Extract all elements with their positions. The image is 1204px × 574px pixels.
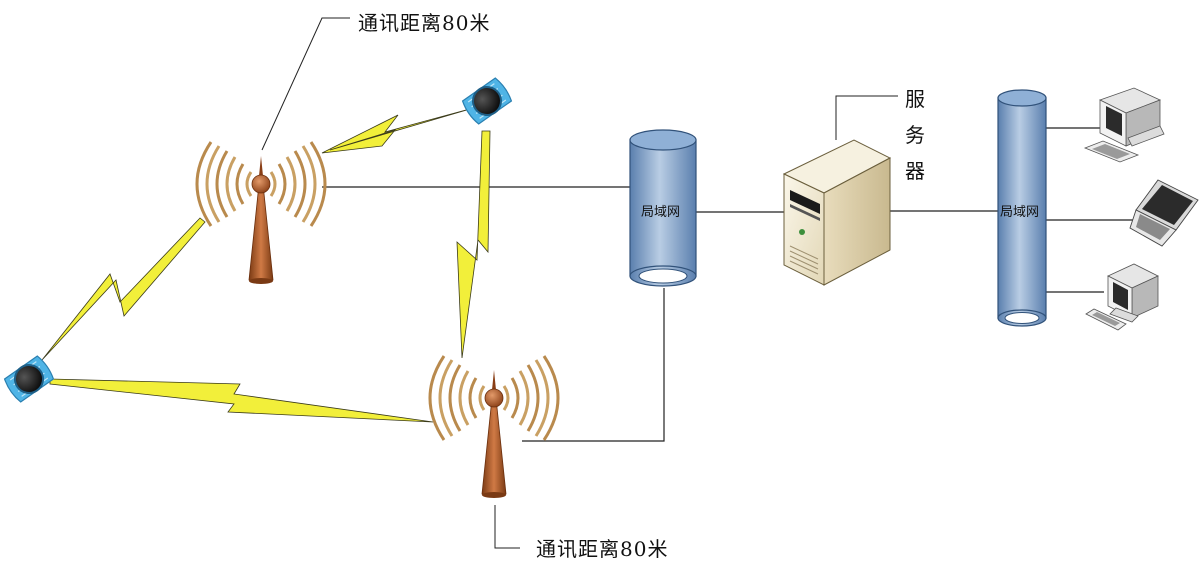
desktop-computer-icon [1083, 87, 1165, 163]
svg-text:服: 服 [905, 87, 926, 111]
tower-bottom-to-lan-link [522, 288, 665, 442]
tower-top-range-label: 通讯距离80米 [358, 11, 490, 35]
lan-pipe-right: 局域网 [997, 89, 1047, 327]
radio-tower-icon [430, 356, 558, 498]
wireless-links [41, 106, 491, 423]
server-tower-icon [782, 139, 892, 286]
smart-watch-icon [1, 353, 57, 405]
smart-watch-icon [459, 75, 515, 127]
lan-right-label: 局域网 [1000, 205, 1039, 220]
desktop-computer-icon [1085, 263, 1159, 331]
svg-text:务: 务 [905, 123, 926, 147]
radio-tower-icon [197, 142, 325, 284]
tower-bottom-range-label: 通讯距离80米 [536, 537, 668, 561]
lan-left-label: 局域网 [641, 205, 680, 220]
tower-bottom-callout-line [494, 505, 520, 549]
lightning-link-4 [49, 378, 434, 423]
lightning-link-3 [41, 217, 206, 361]
svg-text:器: 器 [905, 159, 926, 183]
tower-top-callout-line [261, 17, 350, 151]
lightning-link-2 [456, 130, 491, 359]
server-callout-line [835, 95, 898, 140]
lan-pipe-left: 局域网 [629, 129, 697, 287]
laptop-icon [1129, 179, 1199, 247]
server-label: 服 务 器 [905, 87, 926, 183]
lightning-link-1 [321, 106, 478, 154]
